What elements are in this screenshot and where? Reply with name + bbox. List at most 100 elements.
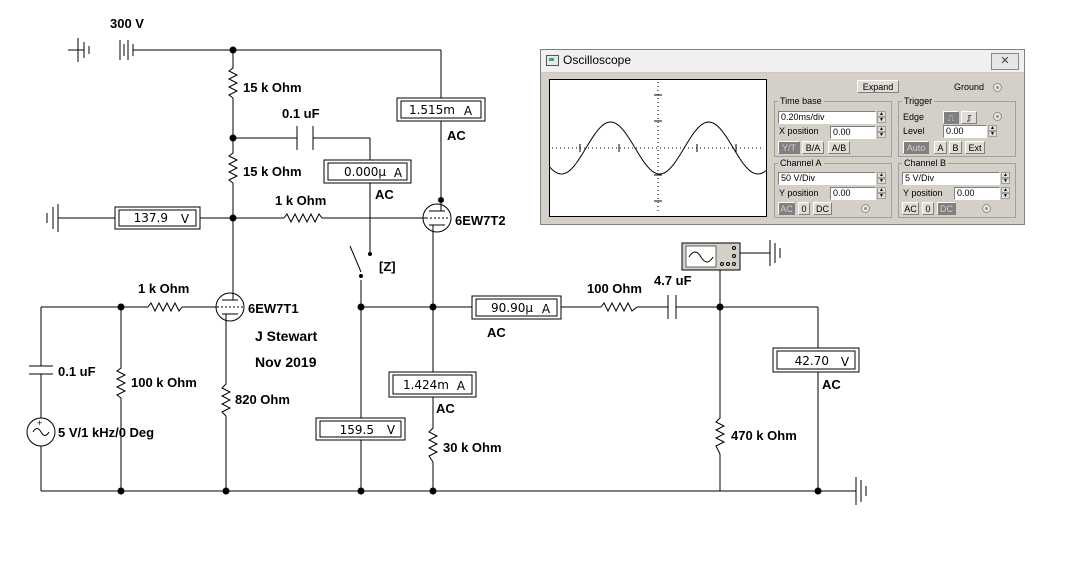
r-100k-label: 100 k Ohm — [131, 375, 197, 390]
channel-b-scale-spinner[interactable]: ▲▼ — [1001, 172, 1010, 185]
resistor-1k-top-icon — [283, 212, 323, 224]
r-470k-label: 470 k Ohm — [731, 428, 797, 443]
channel-a-group — [774, 163, 892, 218]
channel-a-y-position-spinner[interactable]: ▲▼ — [877, 187, 886, 200]
channel-b-dc-button[interactable]: DC — [937, 202, 956, 215]
time-base-spinner[interactable]: ▲▼ — [877, 111, 886, 124]
meter-m6[interactable]: 159.5 V — [315, 417, 406, 441]
resistor-470k-icon — [714, 416, 726, 455]
meter-m1[interactable]: 1.515m A AC — [396, 97, 486, 143]
channel-a-scale-spinner[interactable]: ▲▼ — [877, 172, 886, 185]
time-base-field[interactable]: 0.20ms/div — [778, 111, 876, 124]
channel-b-y-position-field[interactable]: 0.00 — [954, 187, 1000, 200]
channel-b-title: Channel B — [902, 158, 949, 168]
meter-m5-value: 1.424m — [403, 378, 449, 392]
scope-probe-icon[interactable] — [681, 242, 741, 271]
time-base-group — [774, 101, 892, 157]
trigger-title: Trigger — [902, 96, 935, 106]
meter-m4-value: 90.90µ — [491, 301, 533, 315]
auto-button[interactable]: Auto — [903, 141, 929, 154]
supply-battery-icon — [68, 38, 140, 62]
meter-m3-unit: V — [181, 212, 190, 226]
channel-a-y-position-label: Y position — [779, 188, 819, 198]
channel-a-ac-button[interactable]: AC — [778, 202, 795, 215]
meter-m2-mode: AC — [375, 187, 394, 202]
meter-m7-mode: AC — [822, 377, 841, 392]
wires — [40, 49, 852, 492]
r-820-label: 820 Ohm — [235, 392, 290, 407]
channel-b-y-position-spinner[interactable]: ▲▼ — [1001, 187, 1010, 200]
tube-6ew7t2-icon — [422, 197, 452, 233]
meter-m3[interactable]: 137.9 V — [114, 206, 201, 230]
resistor-820-icon — [220, 382, 232, 417]
ground-label: Ground — [954, 82, 985, 92]
expand-button[interactable]: Expand — [857, 80, 899, 93]
channel-b-scale-field[interactable]: 5 V/Div — [902, 172, 1000, 185]
close-button[interactable]: ✕ — [991, 53, 1019, 70]
yt-button[interactable]: Y/T — [778, 141, 800, 154]
author-label: J Stewart — [255, 328, 318, 344]
oscilloscope-titlebar[interactable]: Oscilloscope ✕ — [541, 50, 1024, 73]
cap-01-top-label: 0.1 uF — [282, 106, 320, 121]
channel-b-terminal-icon[interactable] — [982, 204, 991, 213]
resistor-30k-icon — [427, 425, 439, 463]
ba-button[interactable]: B/A — [802, 141, 824, 154]
r-30k-label: 30 k Ohm — [443, 440, 502, 455]
meter-m1-unit: A — [464, 104, 473, 118]
time-base-title: Time base — [778, 96, 824, 106]
cap-01-left-label: 0.1 uF — [58, 364, 96, 379]
channel-a-terminal-icon[interactable] — [861, 204, 870, 213]
level-spinner[interactable]: ▲▼ — [988, 125, 997, 138]
channel-a-y-position-field[interactable]: 0.00 — [830, 187, 876, 200]
trigger-a-button[interactable]: A — [934, 141, 947, 154]
channel-b-zero-button[interactable]: 0 — [922, 202, 934, 215]
oscilloscope-screen — [549, 79, 767, 217]
resistor-100-icon — [600, 301, 638, 313]
meter-m7-unit: V — [841, 355, 850, 369]
edge-falling-button[interactable]: ⎎ — [961, 111, 977, 124]
meter-m5-unit: A — [457, 379, 466, 393]
meter-m7[interactable]: 42.70 V AC — [772, 347, 860, 392]
resistor-1k-left-icon — [147, 301, 183, 313]
r-15k-top-label: 15 k Ohm — [243, 80, 302, 95]
source-label: 5 V/1 kHz/0 Deg — [58, 425, 154, 440]
meter-m2-value: 0.000µ — [344, 165, 386, 179]
capacitor-01-top-icon — [296, 126, 314, 150]
meter-m3-value: 137.9 — [134, 211, 168, 225]
trigger-terminal-icon[interactable] — [993, 112, 1002, 121]
meter-m5[interactable]: 1.424m A AC — [388, 371, 477, 416]
channel-a-scale-field[interactable]: 50 V/Div — [778, 172, 876, 185]
channel-b-y-position-label: Y position — [903, 188, 943, 198]
resistor-100k-icon — [115, 366, 127, 399]
meter-m4[interactable]: 90.90µ A AC — [471, 295, 562, 340]
tube-6ew7t1-icon — [215, 290, 245, 322]
trigger-b-button[interactable]: B — [949, 141, 962, 154]
ground-terminal-icon[interactable] — [993, 83, 1002, 92]
svg-text:+: + — [37, 418, 42, 428]
oscilloscope-window[interactable]: Oscilloscope ✕ Expand Ground Time base 0… — [540, 49, 1025, 225]
level-field[interactable]: 0.00 — [943, 125, 987, 138]
ab-button[interactable]: A/B — [828, 141, 850, 154]
r-100-label: 100 Ohm — [587, 281, 642, 296]
channel-a-dc-button[interactable]: DC — [813, 202, 832, 215]
resistor-15k-mid-icon — [227, 151, 239, 184]
x-position-spinner[interactable]: ▲▼ — [877, 126, 886, 139]
meter-m2[interactable]: 0.000µ A AC — [323, 159, 412, 202]
r-1k-left-label: 1 k Ohm — [138, 281, 189, 296]
junction-dots — [117, 46, 822, 495]
cap-47-label: 4.7 uF — [654, 273, 692, 288]
meter-m4-mode: AC — [487, 325, 506, 340]
x-position-field[interactable]: 0.00 — [830, 126, 876, 139]
trigger-ext-button[interactable]: Ext — [965, 141, 985, 154]
tube1-label: 6EW7T1 — [248, 301, 299, 316]
oscilloscope-title: Oscilloscope — [563, 53, 632, 67]
channel-a-zero-button[interactable]: 0 — [798, 202, 810, 215]
right-ground-icon — [852, 477, 867, 505]
meter-m1-value: 1.515m — [409, 103, 455, 117]
oscilloscope-app-icon — [546, 55, 559, 66]
meters: 1.515m A AC 0.000µ A AC 137.9 V 90.90µ A… — [114, 97, 860, 441]
edge-rising-button[interactable]: ⎍ — [943, 111, 959, 124]
channel-b-ac-button[interactable]: AC — [902, 202, 919, 215]
r-1k-top-label: 1 k Ohm — [275, 193, 326, 208]
meter-m6-unit: V — [387, 423, 396, 437]
